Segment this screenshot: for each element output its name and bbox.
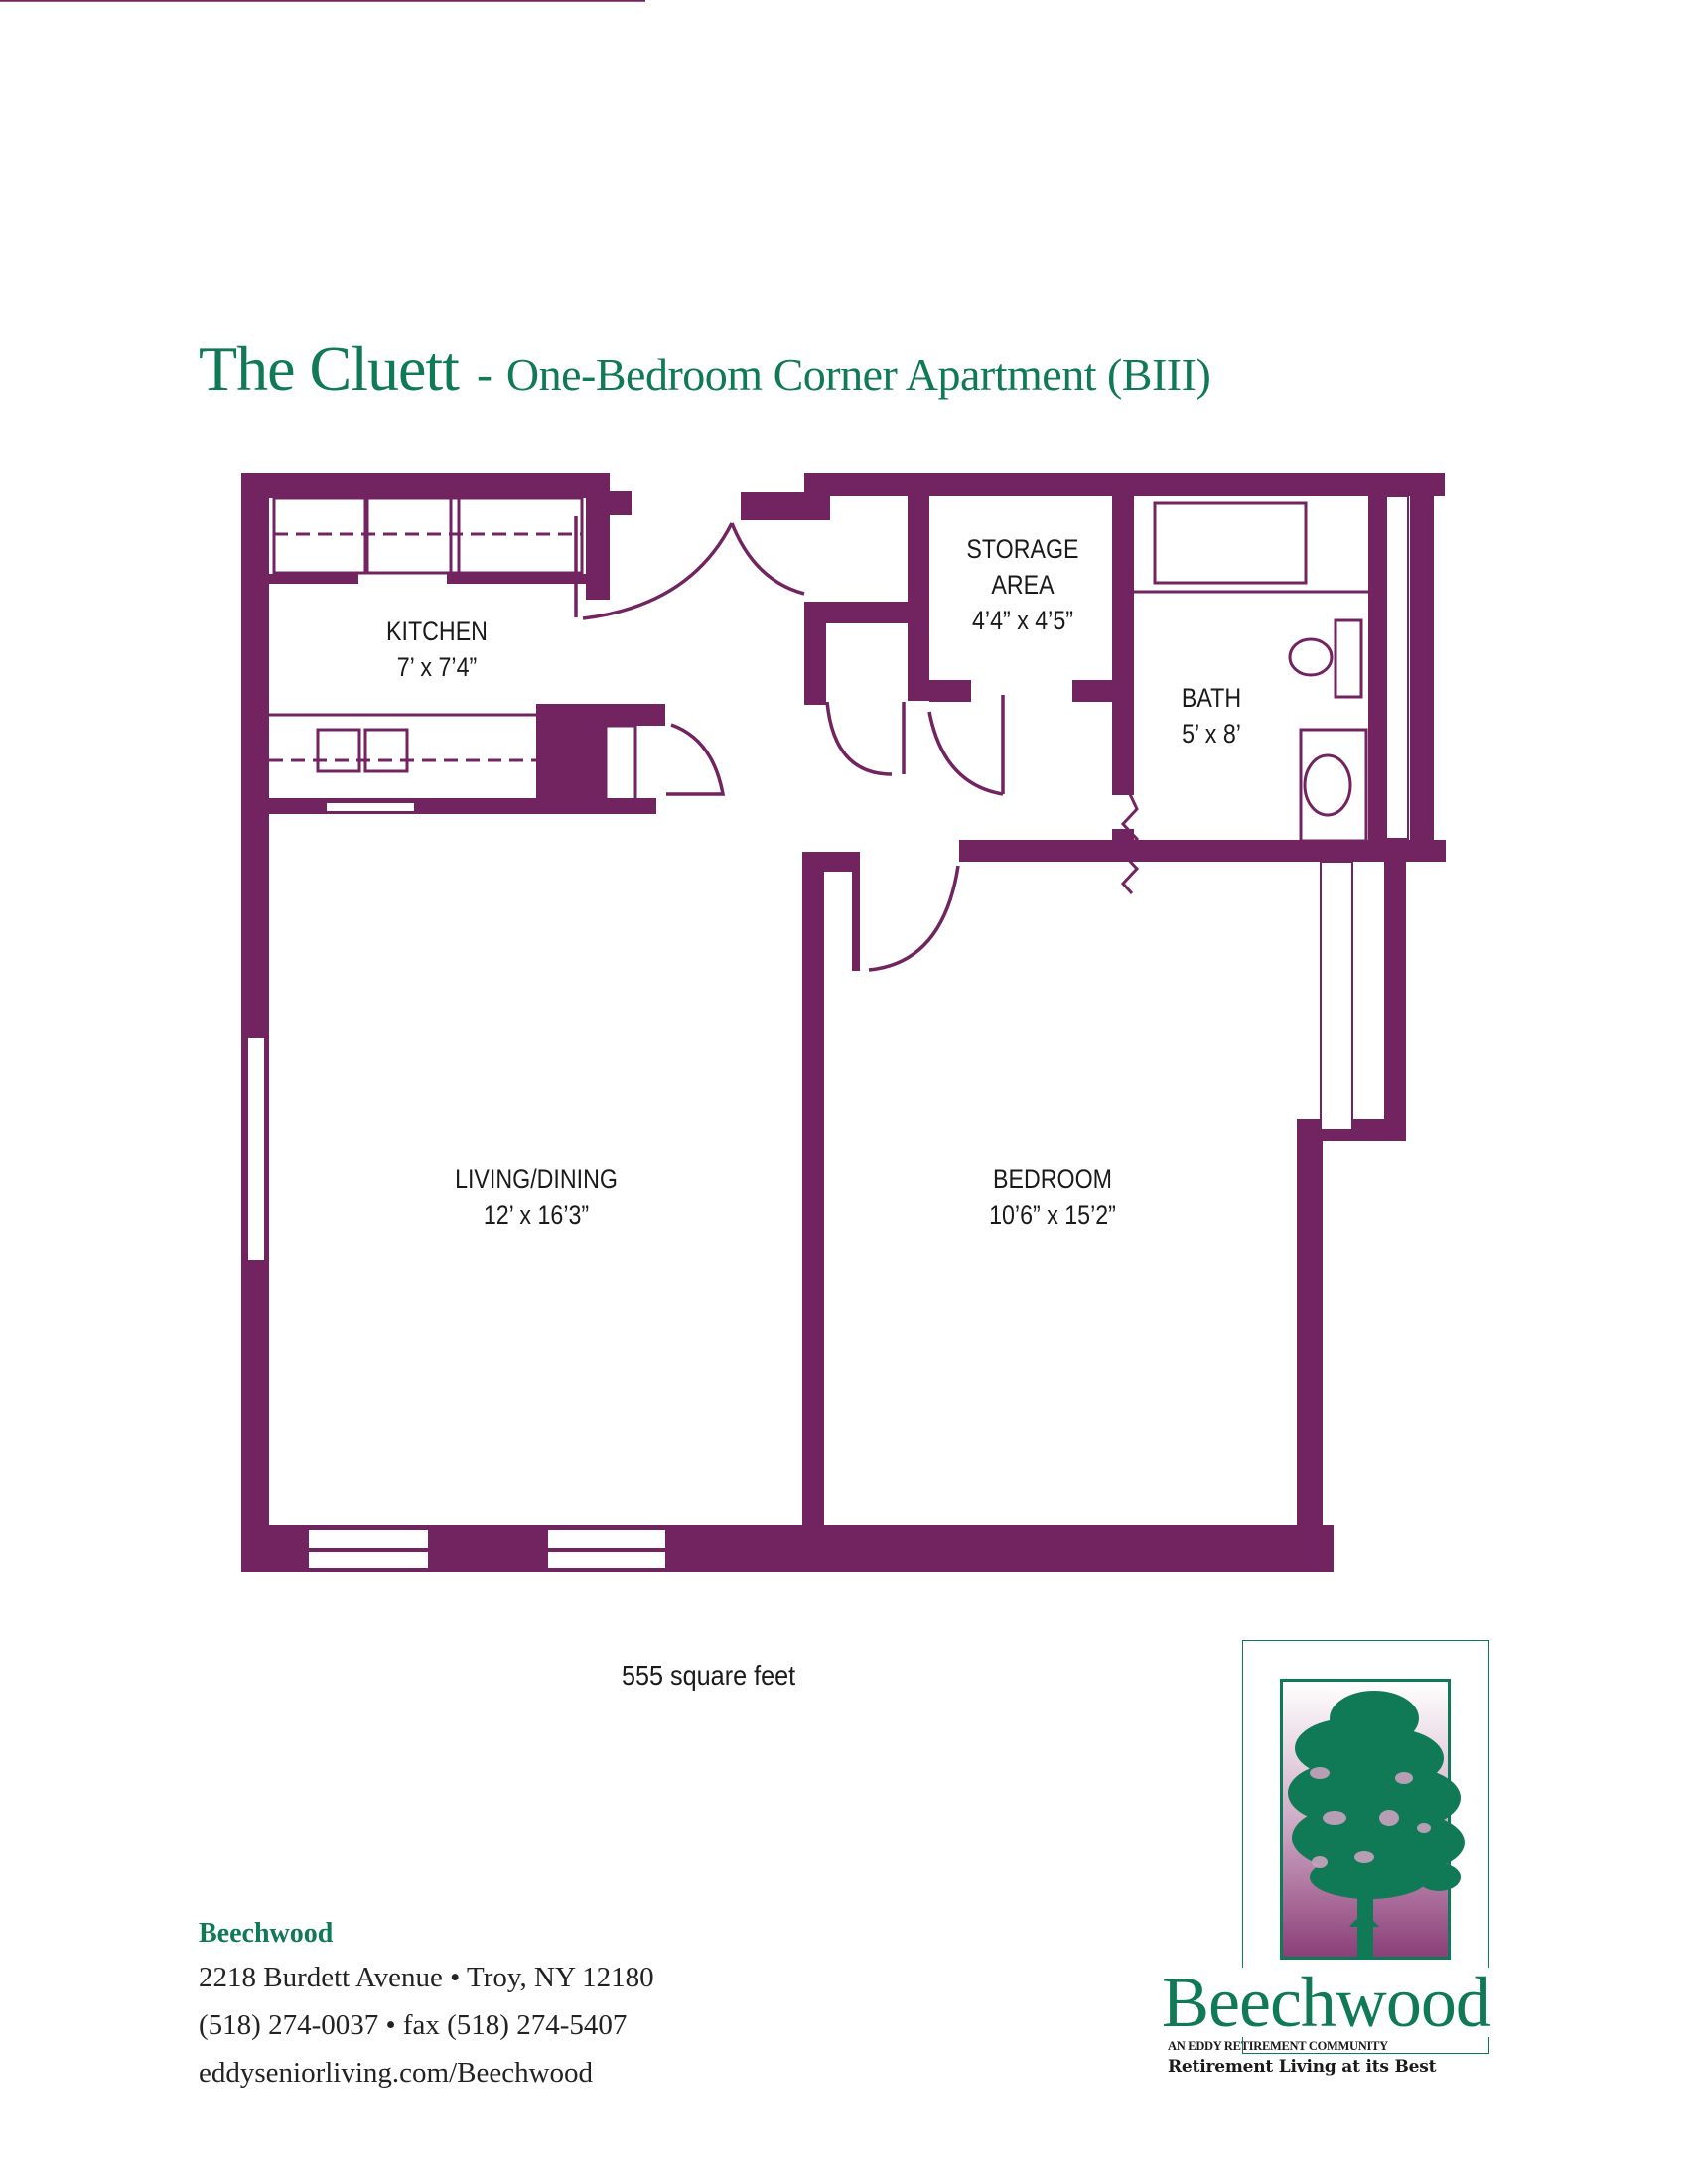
square-footage: 555 square feet xyxy=(622,1660,796,1691)
contact-info: Beechwood 2218 Burdett Avenue • Troy, NY… xyxy=(199,1914,654,2097)
apartment-name: The Cluett xyxy=(199,334,460,404)
logo-tagline: Retirement Living at its Best xyxy=(1168,2057,1437,2077)
apartment-type: One-Bedroom Corner Apartment (BIII) xyxy=(505,349,1211,400)
doors xyxy=(0,0,1140,972)
storage-label: STORAGE AREA 4’4” x 4’5” xyxy=(928,531,1116,638)
community-name: Beechwood xyxy=(199,1918,334,1949)
logo-subline: AN EDDY RETIREMENT COMMUNITY xyxy=(1168,2039,1388,2053)
logo-wordmark: Beechwood xyxy=(1162,1967,1494,2038)
logo-window xyxy=(1280,1679,1465,1960)
bedroom-name: BEDROOM xyxy=(993,1164,1112,1194)
kitchen-size: 7’ x 7’4” xyxy=(396,652,478,682)
title-separator: - xyxy=(476,348,492,401)
storage-name-line1: STORAGE xyxy=(966,534,1079,564)
living-size: 12’ x 16’3” xyxy=(483,1200,590,1230)
page-title: The Cluett-One-Bedroom Corner Apartment … xyxy=(199,333,1211,406)
bath-name: BATH xyxy=(1181,683,1242,713)
kitchen-label: KITCHEN 7’ x 7’4” xyxy=(352,614,522,685)
tree-icon xyxy=(1288,1691,1465,1957)
website-link[interactable]: eddyseniorliving.com/Beechwood xyxy=(199,2057,594,2089)
living-label: LIVING/DINING 12’ x 16’3” xyxy=(417,1161,656,1233)
bath-label: BATH 5’ x 8’ xyxy=(1152,680,1271,751)
storage-name-line2: AREA xyxy=(991,570,1055,600)
windows xyxy=(246,495,1409,1570)
bedroom-size: 10’6” x 15’2” xyxy=(989,1200,1116,1230)
bath-size: 5’ x 8’ xyxy=(1182,719,1241,749)
address: 2218 Burdett Avenue • Troy, NY 12180 xyxy=(199,1962,654,1993)
logo-frame xyxy=(1242,1640,1489,2054)
bath-fixtures xyxy=(1134,501,1368,843)
kitchen-name: KITCHEN xyxy=(386,616,488,646)
storage-size: 4’4” x 4’5” xyxy=(972,606,1073,635)
living-name: LIVING/DINING xyxy=(455,1164,618,1194)
phone-fax: (518) 274-0037 • fax (518) 274-5407 xyxy=(199,2009,628,2041)
kitchen-fixtures xyxy=(269,496,637,805)
bedroom-label: BEDROOM 10’6” x 15’2” xyxy=(941,1161,1164,1233)
